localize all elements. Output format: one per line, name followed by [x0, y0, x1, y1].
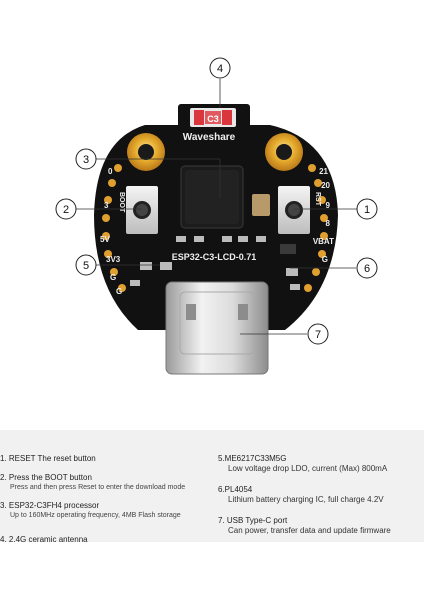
legend-title: 1. RESET The reset button: [0, 454, 96, 463]
legend-title: 4. 2.4G ceramic antenna: [0, 535, 88, 544]
callout-4: 4: [209, 57, 231, 79]
callout-6: 6: [356, 257, 378, 279]
pin-label: G: [322, 255, 328, 264]
legend-desc: Up to 160MHz operating frequency, 4MB Fl…: [10, 512, 181, 519]
callout-number: 1: [364, 204, 370, 216]
pins-left: [102, 164, 126, 292]
callout-number: 5: [83, 260, 89, 272]
legend-title: 5.ME6217C33M5G: [218, 454, 287, 463]
ceramic-antenna: C3: [190, 108, 236, 127]
legend-title: 6.PL4054: [218, 485, 253, 494]
usb-c-connector: [165, 281, 269, 375]
mounting-hole-right: [265, 133, 303, 171]
pin-labels-left: 0 3 5V 3V3 G G: [100, 167, 122, 296]
callout-number: 3: [83, 154, 89, 166]
rst-label: RST: [314, 192, 321, 207]
boot-button: [126, 186, 158, 234]
legend-desc: Can power, transfer data and update firm…: [228, 526, 391, 535]
legend-item: 3. ESP32-C3FH4 processor Up to 160MHz op…: [0, 501, 181, 521]
callout-number: 2: [63, 204, 69, 216]
legend-title: 7. USB Type-C port: [218, 516, 288, 525]
legend-item: 1. RESET The reset button: [0, 454, 96, 464]
pin-label: G: [116, 287, 122, 296]
callout-number: 6: [364, 263, 370, 275]
legend-panel: 1. RESET The reset button 2. Press the B…: [0, 430, 424, 545]
legend-title: 3. ESP32-C3FH4 processor: [0, 501, 100, 510]
callout-7: 7: [307, 323, 329, 345]
brand-text: Waveshare: [183, 132, 236, 143]
callout-number: 7: [315, 329, 321, 341]
legend-desc: Lithium battery charging IC, full charge…: [228, 495, 384, 504]
callout-3: 3: [75, 148, 97, 170]
pins-right: [304, 164, 328, 292]
pin-label: 21: [319, 167, 328, 176]
reset-button: [278, 186, 310, 234]
board-diagram: C3 Waveshare 0 3 5V 3V3 G: [55, 57, 378, 375]
legend-desc: Press and then press Reset to enter the …: [10, 484, 186, 491]
page-footer-space: [0, 542, 424, 600]
processor-chip: [180, 165, 244, 229]
legend-item: 2. Press the BOOT button Press and then …: [0, 473, 185, 493]
pin-label: G: [110, 273, 116, 282]
legend-item: 4. 2.4G ceramic antenna: [0, 535, 88, 545]
boot-label: BOOT: [118, 192, 125, 213]
model-text: ESP32-C3-LCD-0.71: [172, 252, 257, 262]
pin-label: 3: [104, 201, 109, 210]
pin-labels-right: 21 20 9 8 VBAT G: [313, 167, 334, 264]
mounting-hole-left: [127, 133, 165, 171]
legend-item: 6.PL4054 Lithium battery charging IC, fu…: [218, 485, 384, 505]
legend-item: 5.ME6217C33M5G Low voltage drop LDO, cur…: [218, 454, 387, 474]
pin-label: 9: [326, 201, 331, 210]
callout-2: 2: [55, 198, 77, 220]
pin-label: 3V3: [106, 255, 121, 264]
leader-lines: [76, 79, 357, 335]
legend-desc: Low voltage drop LDO, current (Max) 800m…: [228, 464, 388, 473]
legend-title: 2. Press the BOOT button: [0, 473, 92, 482]
pin-label: 5V: [100, 235, 110, 244]
svg-text:C3: C3: [207, 114, 219, 124]
legend-item: 7. USB Type-C port Can power, transfer d…: [218, 516, 391, 536]
pin-label: VBAT: [313, 237, 334, 246]
small-components: [130, 194, 300, 290]
pin-label: 20: [321, 181, 330, 190]
callout-1: 1: [356, 198, 378, 220]
pin-label: 0: [108, 167, 113, 176]
pin-label: 8: [326, 219, 331, 228]
callout-5: 5: [75, 254, 97, 276]
callout-number: 4: [217, 63, 223, 75]
